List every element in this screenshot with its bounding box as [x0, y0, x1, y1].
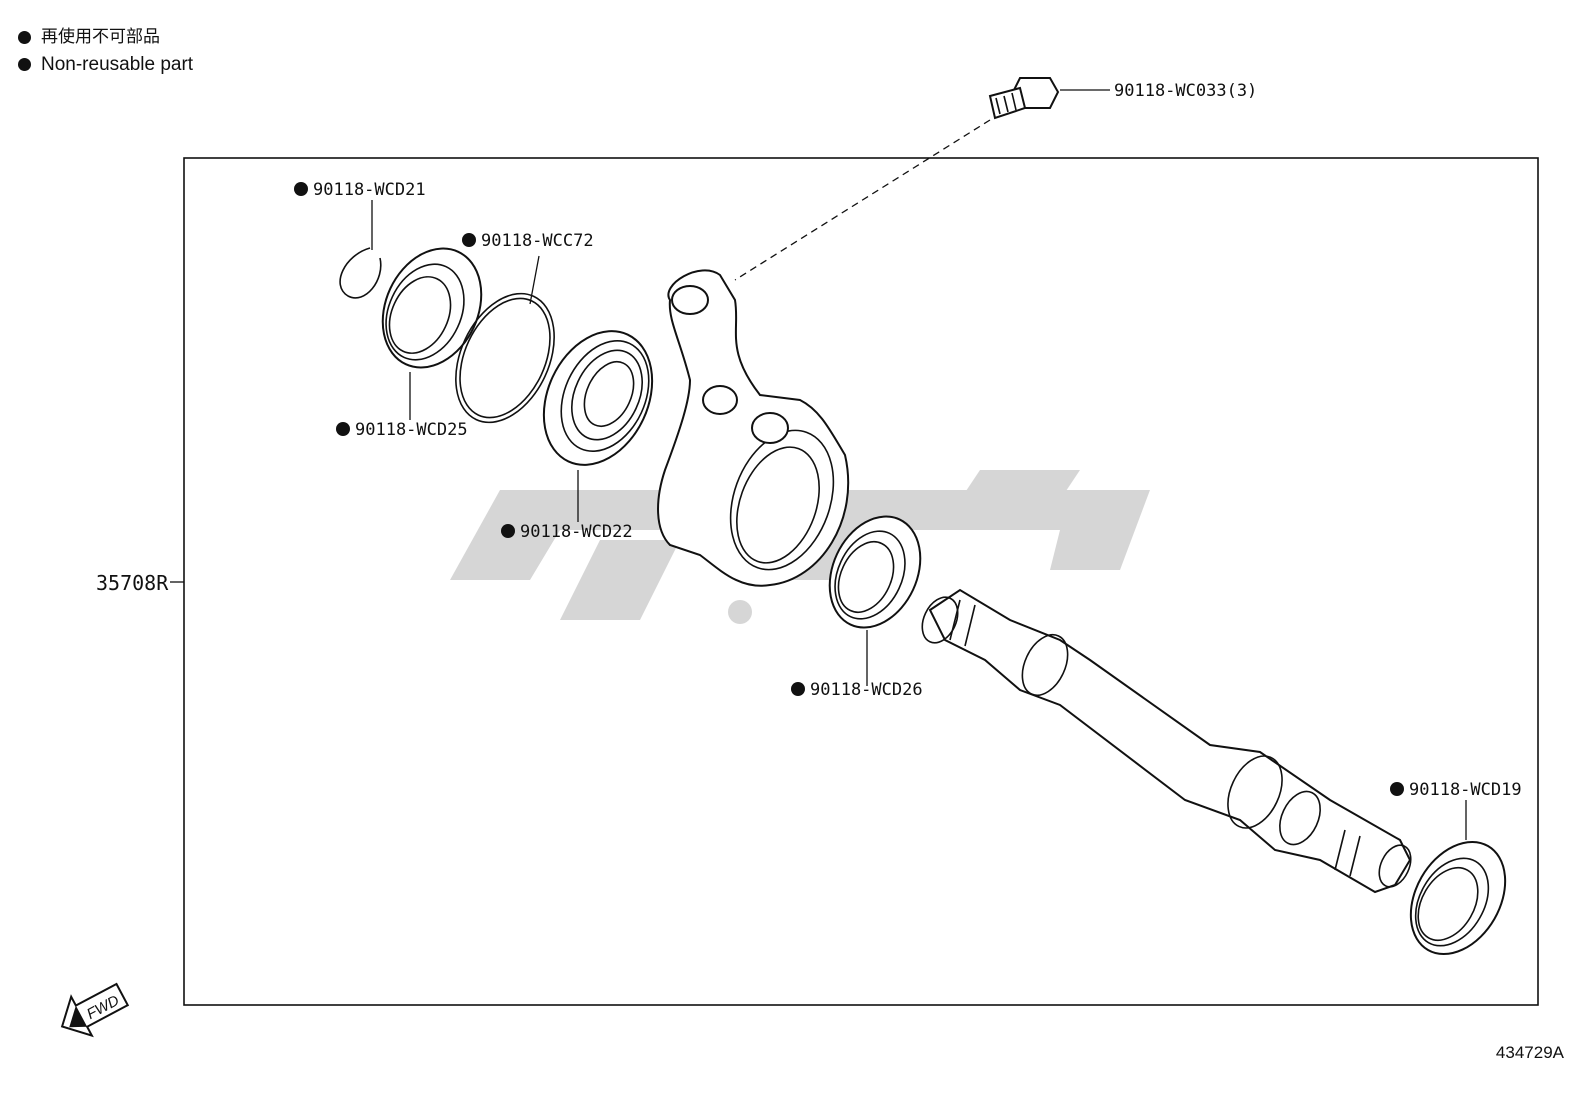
- leader-line: [529, 255, 540, 305]
- filled-circle-icon: [336, 422, 350, 436]
- part-label-oil-seal[interactable]: 90118-WCD25: [355, 420, 468, 440]
- filled-circle-icon: [18, 31, 31, 44]
- filled-circle-icon: [294, 182, 308, 196]
- part-label-bolt[interactable]: 90118-WC033(3): [1114, 81, 1257, 101]
- oil-seal-3-part: [1409, 840, 1507, 956]
- figure-id: 434729A: [1495, 1043, 1564, 1062]
- bolt-part: [988, 77, 1060, 120]
- legend-row-en: Non-reusable part: [18, 51, 193, 78]
- legend: 再使用不可部品 Non-reusable part: [18, 24, 193, 78]
- filled-circle-icon: [501, 524, 515, 538]
- fwd-arrow-icon: FWD: [60, 982, 130, 1038]
- legend-text-jp: 再使用不可部品: [41, 27, 160, 47]
- legend-row-jp: 再使用不可部品: [18, 24, 193, 51]
- filled-circle-icon: [462, 233, 476, 247]
- oil-seal-part: [381, 247, 483, 369]
- bearing-bracket-part: [657, 269, 850, 587]
- part-label-snap-ring[interactable]: 90118-WCD21: [313, 180, 426, 200]
- bolt-install-line: [734, 119, 991, 281]
- part-label-o-ring[interactable]: 90118-WCC72: [481, 231, 594, 251]
- output-shaft-part: [921, 588, 1412, 894]
- oil-seal-2-part: [828, 515, 922, 629]
- bearing-part: [542, 330, 654, 466]
- part-label-oil-seal-3[interactable]: 90118-WCD19: [1409, 780, 1522, 800]
- filled-circle-icon: [1390, 782, 1404, 796]
- o-ring-part: [455, 292, 555, 424]
- snap-ring-part: [339, 247, 382, 299]
- legend-text-en: Non-reusable part: [41, 54, 194, 75]
- filled-circle-icon: [791, 682, 805, 696]
- part-label-bearing[interactable]: 90118-WCD22: [520, 522, 633, 542]
- filled-circle-icon: [18, 58, 31, 71]
- part-label-oil-seal-2[interactable]: 90118-WCD26: [810, 680, 923, 700]
- assembly-label[interactable]: 35708R: [96, 571, 169, 595]
